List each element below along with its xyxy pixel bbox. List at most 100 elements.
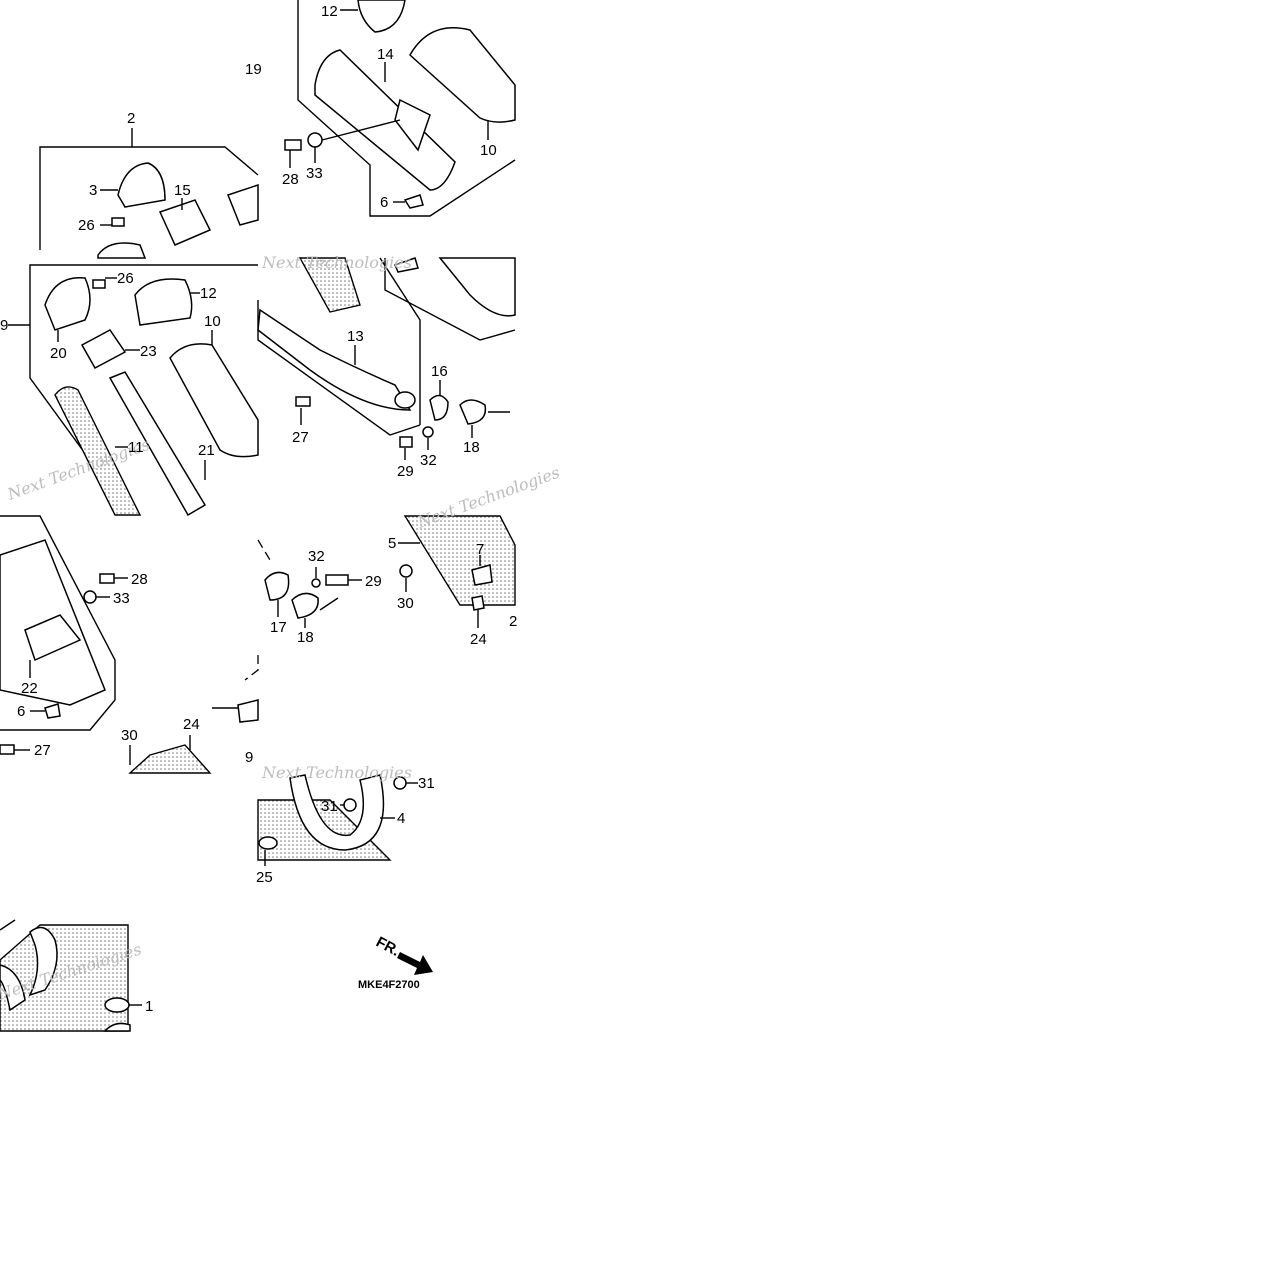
callout: 12: [200, 285, 217, 302]
clamp-16: [429, 394, 449, 421]
callout: 26: [117, 270, 134, 287]
bolt-30: [399, 564, 413, 578]
callout: 30: [121, 727, 138, 744]
tile-muffler-guard: [0, 515, 259, 774]
washer-33: [307, 132, 323, 148]
callout: 2: [127, 110, 135, 127]
tile-exhaust-pipe: Next Technologies FR. MKE4F2700: [257, 763, 433, 991]
washer-32: [422, 426, 434, 438]
callout: 6: [17, 703, 25, 720]
nut-31a: [343, 798, 357, 812]
callout: 17: [270, 619, 287, 636]
bolt-26: [111, 217, 125, 227]
clip-6b: [44, 703, 61, 719]
heat-shield: [394, 98, 431, 152]
callout-labels: 12 19 14 2 3 15 26 10 28 33 6 26 12 9 20…: [0, 3, 517, 1015]
tube-11: [54, 386, 142, 516]
pipe-21: [108, 371, 207, 517]
tile-muffler-right: [284, 0, 516, 217]
callout: 19: [245, 61, 262, 78]
pipe-segment: [298, 257, 361, 313]
callout: 1: [145, 998, 153, 1015]
cap-20: [44, 277, 91, 331]
shaded-area: [0, 924, 129, 1032]
callout: 22: [21, 680, 38, 697]
direction-arrow-icon: [397, 952, 433, 975]
callout: 21: [198, 442, 215, 459]
clip-6: [403, 194, 424, 209]
callout: 30: [397, 595, 414, 612]
callout: 28: [282, 171, 299, 188]
muffler-10: [409, 27, 516, 123]
bolt-29b: [325, 574, 349, 586]
callout: 15: [174, 182, 191, 199]
watermark: Next Technologies: [261, 763, 412, 782]
bolt-27: [295, 396, 311, 407]
callout: 14: [377, 46, 394, 63]
washer-33b: [83, 590, 97, 604]
clamp-25: [258, 836, 278, 850]
callout: 26: [78, 217, 95, 234]
bolt-27b: [0, 744, 15, 755]
callout: 18: [463, 439, 480, 456]
callout: 28: [131, 571, 148, 588]
gasket-1: [104, 997, 130, 1013]
callout: 33: [306, 165, 323, 182]
callout: 18: [297, 629, 314, 646]
shaded-bracket: [128, 744, 212, 774]
callout: 29: [365, 573, 382, 590]
callout: 9: [245, 749, 253, 766]
callout: 16: [431, 363, 448, 380]
bolt-28: [284, 139, 302, 151]
callout: 6: [380, 194, 388, 211]
washer-32b: [311, 578, 321, 588]
bolt-28b: [99, 573, 115, 584]
nut-24: [471, 595, 485, 611]
watermark: Next Technologies: [261, 253, 412, 272]
clamp-17: [264, 571, 290, 601]
bolt-29: [399, 436, 413, 448]
callout: 25: [256, 869, 273, 886]
callout: 32: [308, 548, 325, 565]
gasket-18: [459, 399, 487, 425]
callout: 29: [397, 463, 414, 480]
callout: 31: [418, 775, 435, 792]
callout: 12: [321, 3, 338, 20]
tile-link-pipe: Next Technologies: [257, 253, 516, 460]
callout: 7: [476, 541, 484, 558]
baffle-15: [158, 199, 212, 246]
callout: 11: [128, 439, 144, 456]
heat-shield-22: [24, 614, 82, 662]
muffler-14: [314, 49, 456, 191]
tile-silencer-cap-assembly: [39, 128, 259, 259]
tile-header-pipe: Next Technologies: [0, 919, 144, 1032]
bolt-26b: [92, 279, 106, 289]
callout: 9: [0, 317, 8, 334]
diagram-code: MKE4F2700: [358, 979, 420, 991]
exhaust-pipe-4: [289, 774, 385, 851]
callout: 13: [347, 328, 364, 345]
gasket-18b: [291, 592, 319, 619]
callout: 23: [140, 343, 157, 360]
callout: 20: [50, 345, 67, 362]
callout: 3: [89, 182, 97, 199]
bracket-7: [471, 564, 493, 586]
callout: 5: [388, 535, 396, 552]
callout: 27: [292, 429, 309, 446]
callout: 32: [420, 452, 437, 469]
header-pipe: [28, 926, 58, 997]
baffle-23: [80, 329, 127, 370]
callout: 27: [34, 742, 51, 759]
callout: 10: [480, 142, 497, 159]
cap-12b: [134, 278, 193, 326]
callout: 2: [509, 613, 517, 630]
callout: 24: [470, 631, 487, 648]
cap-12: [357, 0, 406, 33]
tile-muffler-left: Next Technologies: [4, 264, 259, 517]
callout: 24: [183, 716, 200, 733]
callout: 10: [204, 313, 221, 330]
end-cap-3: [117, 162, 166, 208]
front-direction-indicator: FR.: [373, 934, 433, 975]
callout: 31: [321, 798, 338, 815]
